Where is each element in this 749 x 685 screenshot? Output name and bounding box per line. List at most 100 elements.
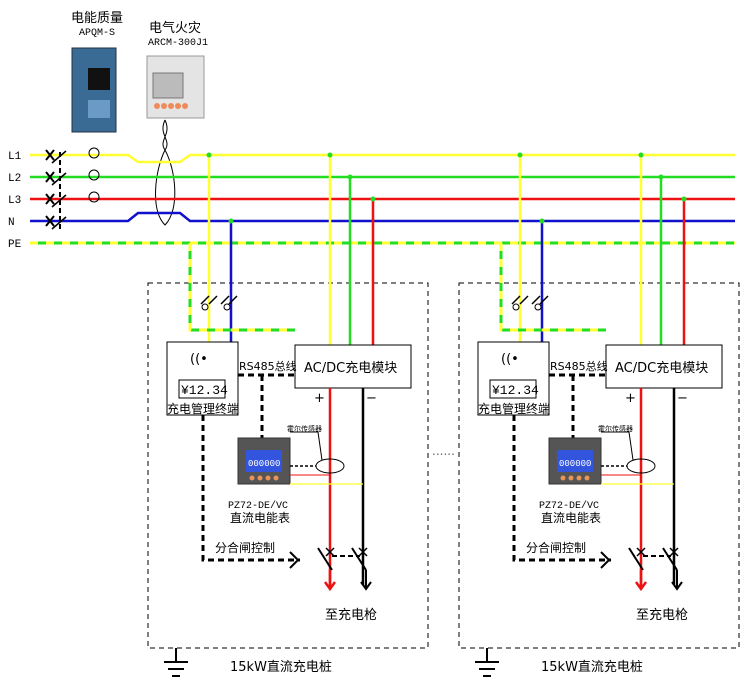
breaker-x-icon [45, 149, 55, 161]
arcm-buttons-icon [154, 103, 188, 109]
meter-screen [246, 450, 282, 472]
switch-x-icon [636, 547, 679, 557]
ground-icon [164, 648, 188, 677]
module-label: AC/DC充电模块 [304, 360, 397, 376]
meter-name: 直流电能表 [230, 511, 290, 525]
switch-control-line [512, 415, 611, 562]
junction-dot [206, 152, 212, 158]
terminal-display-value: ¥12.34 [181, 383, 228, 398]
bus-label-l3: L3 [8, 195, 21, 207]
rs485-label: RS485总线 [550, 359, 608, 373]
minus-label: − [677, 391, 688, 406]
meter-button-icon [257, 475, 263, 481]
residual-current-transformer-icon [155, 119, 176, 226]
meter-button-icon [249, 475, 255, 481]
apqm-screen-icon [88, 68, 110, 90]
meter-screen [557, 450, 593, 472]
arcm-name: 电气火灾 [149, 20, 201, 36]
sensor-leader [601, 431, 634, 461]
module-label: AC/DC充电模块 [615, 360, 708, 376]
meter-model: PZ72-DE/VC [539, 500, 599, 512]
meter-button-icon [265, 475, 271, 481]
current-transformer-icon [88, 147, 100, 159]
charging-terminal [477, 341, 550, 416]
acdc-module [294, 344, 412, 389]
arcm-model: ARCM-300J1 [148, 38, 208, 49]
apqm-device: 电能质量 APQM-S [71, 11, 123, 133]
junction-dot [658, 174, 664, 180]
acdc-module [605, 344, 723, 389]
current-transformer-icon [88, 191, 100, 203]
terminal-display [489, 379, 537, 399]
output-label: 至充电枪 [325, 607, 377, 623]
meter-button-icon [576, 475, 582, 481]
switch-control-label: 分合闸控制 [526, 540, 586, 555]
control-arrow-icon [600, 551, 611, 569]
fuse-icon [201, 303, 209, 311]
output-label: 至充电枪 [636, 607, 688, 623]
feed-pe [188, 243, 295, 332]
switch-negative-icon [351, 547, 367, 571]
apqm-name: 电能质量 [71, 11, 123, 26]
switch-x-icon [325, 547, 368, 557]
wireless-icon: ((• [190, 352, 208, 367]
junction-dot [347, 174, 353, 180]
output-arrow-positive-icon [634, 570, 648, 592]
wireless-icon: ((• [501, 352, 519, 367]
current-transformer-icon [88, 169, 100, 181]
plus-label: + [625, 391, 636, 406]
bus-label-pe: PE [8, 239, 22, 251]
meter-name: 直流电能表 [541, 511, 601, 525]
switch-negative-icon [662, 547, 678, 571]
meter-model: PZ72-DE/VC [228, 500, 288, 512]
junction-dot [327, 152, 333, 158]
breaker-contact-icon [51, 216, 67, 230]
terminal-label: 充电管理终端 [478, 401, 550, 416]
meter-digits: 000000 [248, 459, 280, 469]
feed-pe-green [499, 243, 606, 332]
pile-enclosure [147, 282, 429, 649]
bus-label-l2: L2 [8, 173, 21, 185]
ground-icon [475, 648, 499, 677]
hall-sensor-label: 霍尔传感器 [598, 424, 633, 433]
fuse-icon [512, 303, 520, 311]
junction-dot [517, 152, 523, 158]
sensor-leader [290, 431, 323, 461]
bus-line-l1 [30, 153, 735, 164]
junction-dot [370, 196, 376, 202]
output-arrow-negative-icon [360, 570, 372, 591]
fuse-icon [223, 303, 231, 311]
meter-button-icon [584, 475, 590, 481]
bus-label-n: N [8, 217, 15, 229]
apqm-keypad-icon [88, 100, 110, 118]
fuse-icon [534, 303, 542, 311]
meter-button-icon [568, 475, 574, 481]
ellipsis: ...... [432, 444, 455, 458]
pile-title: 15kW直流充电桩 [541, 659, 643, 675]
output-arrow-positive-icon [323, 570, 337, 592]
junction-dot [228, 218, 234, 224]
output-arrow-negative-icon [671, 570, 683, 591]
arcm-device: 电气火灾 ARCM-300J1 [146, 20, 208, 119]
pile-title: 15kW直流充电桩 [230, 659, 332, 675]
charging-terminal [166, 341, 239, 416]
meter-button-icon [560, 475, 566, 481]
terminal-display [178, 379, 226, 399]
breaker-x-icon [45, 171, 55, 183]
junction-dot [681, 196, 687, 202]
minus-label: − [366, 391, 377, 406]
apqm-model: APQM-S [79, 28, 115, 39]
breaker-icon [511, 295, 549, 305]
meter-button-icon [273, 475, 279, 481]
feed-pe-green [188, 243, 295, 332]
rs485-label: RS485总线 [239, 359, 297, 373]
terminal-label: 充电管理终端 [167, 401, 239, 416]
switch-control-line [201, 415, 300, 562]
breaker-x-icon [45, 215, 55, 227]
charging-pile-1: ((•¥12.34充电管理终端AC/DC充电模块RS485总线+−000000P… [147, 152, 429, 677]
arcm-screen-icon [152, 72, 184, 99]
meter-digits: 000000 [559, 459, 591, 469]
junction-dot [539, 218, 545, 224]
